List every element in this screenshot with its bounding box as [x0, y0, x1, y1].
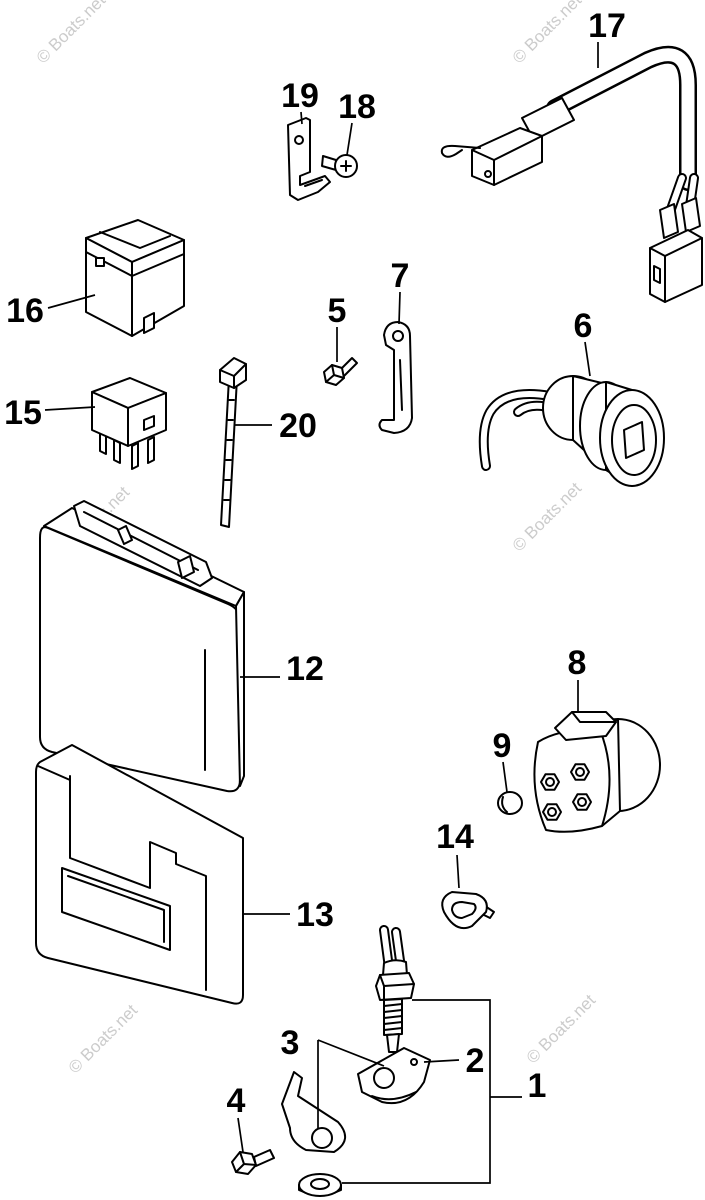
- part-18-screw: [321, 154, 358, 178]
- callout-2: 2: [466, 1042, 485, 1080]
- callout-15: 15: [4, 394, 42, 432]
- leader-4: [237, 1117, 244, 1153]
- callout-17: 17: [588, 7, 626, 45]
- callout-12: 12: [286, 650, 324, 688]
- part-17-switch-harness: [440, 45, 703, 303]
- leader-3: [317, 1039, 385, 1128]
- part-13-holder: [35, 744, 244, 1005]
- part-2-bracket: [357, 1047, 431, 1104]
- part-14-clamp: [441, 891, 495, 930]
- leader-lines: [44, 42, 599, 1184]
- part-1-sensor: [375, 925, 415, 1053]
- part-8-connector: [533, 711, 661, 833]
- callout-9: 9: [493, 727, 512, 765]
- leader-7: [398, 291, 401, 325]
- leader-19: [300, 111, 303, 125]
- part-16-relay: [85, 219, 185, 337]
- leader-14: [456, 854, 460, 889]
- callout-8: 8: [568, 644, 587, 682]
- callout-19: 19: [281, 77, 319, 115]
- callout-18: 18: [338, 88, 376, 126]
- callout-1: 1: [528, 1067, 547, 1105]
- leader-15: [44, 406, 96, 411]
- leader-6: [584, 341, 591, 377]
- callout-numbers: 17 19 18 16 7 5 6 15 20 12 8 9 14 13 3 2…: [4, 7, 626, 1120]
- part-4-bolt: [231, 1149, 275, 1175]
- callout-16: 16: [6, 292, 44, 330]
- part-6-switch: [478, 375, 665, 487]
- part-washer: [298, 1173, 342, 1197]
- callout-5: 5: [328, 292, 347, 330]
- part-12-control-unit: [39, 500, 245, 793]
- callout-20: 20: [279, 407, 317, 445]
- part-15-relay: [91, 377, 167, 470]
- leader-18: [346, 122, 353, 156]
- callout-6: 6: [574, 307, 593, 345]
- part-9-cap: [497, 791, 523, 815]
- callout-7: 7: [391, 257, 410, 295]
- callout-14: 14: [436, 818, 474, 856]
- leader-2: [423, 1059, 460, 1063]
- part-7-strap: [378, 321, 413, 434]
- part-5-bolt: [323, 357, 358, 386]
- part-3-plate: [281, 1071, 346, 1153]
- leader-9: [502, 761, 508, 793]
- leader-1: [342, 999, 522, 1184]
- callout-13: 13: [296, 896, 334, 934]
- part-20-cable-tie: [219, 357, 247, 528]
- callout-3: 3: [281, 1024, 300, 1062]
- part-19-bracket: [287, 117, 331, 201]
- leader-16: [47, 294, 96, 309]
- callout-4: 4: [227, 1082, 246, 1120]
